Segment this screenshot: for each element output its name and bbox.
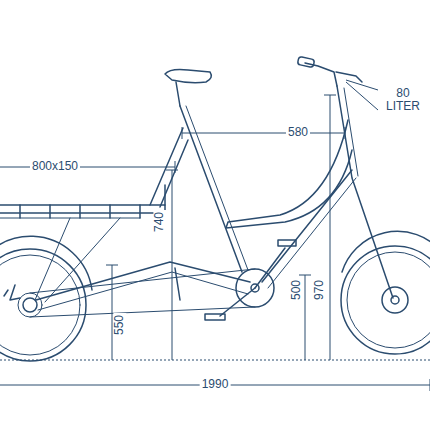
chain [30,269,255,317]
dimension-label: 970 [313,278,326,302]
rack-supports [35,218,120,302]
rear-sprocket [18,293,42,317]
front-tire [341,246,430,354]
kickstand [175,268,180,300]
rear-fender [0,236,92,290]
crank-arm [220,288,255,316]
pedal [205,314,225,320]
dimension-lines [0,80,430,391]
dim-rack [0,161,175,173]
grip [297,56,314,67]
disc-brake [382,287,408,313]
dim-970 [324,95,336,360]
volume-leader [346,80,378,110]
derailleur [4,285,20,300]
dimension-label: 500 [290,278,303,302]
pedal-far [278,240,296,246]
dimension-label: 80 LITER [379,87,427,113]
dimension-label: 550 [113,313,126,337]
main-tube-edge [38,272,248,310]
dimension-label: 1990 [200,378,231,391]
dim-740 [166,170,178,360]
seat-post [176,82,180,106]
dimension-label: 580 [286,126,310,139]
step-tube [226,120,352,228]
down-tube [262,170,352,282]
down-tube-edge [268,178,356,288]
seat-tube-edge [186,106,248,270]
seat-tube [180,106,242,272]
dim-1990 [0,379,430,391]
ground-line [0,360,430,361]
dimension-label: 740 [153,210,166,234]
rack-struts [20,185,165,218]
rear-tire [0,249,86,361]
rear-rim [0,255,80,355]
saddle [165,70,211,83]
front-rim [347,252,430,348]
front-fender [342,231,430,272]
head-tube [344,88,358,176]
crank-arm-far [255,248,285,288]
dim-580 [182,127,345,139]
dimension-label: 800x150 [30,160,80,173]
